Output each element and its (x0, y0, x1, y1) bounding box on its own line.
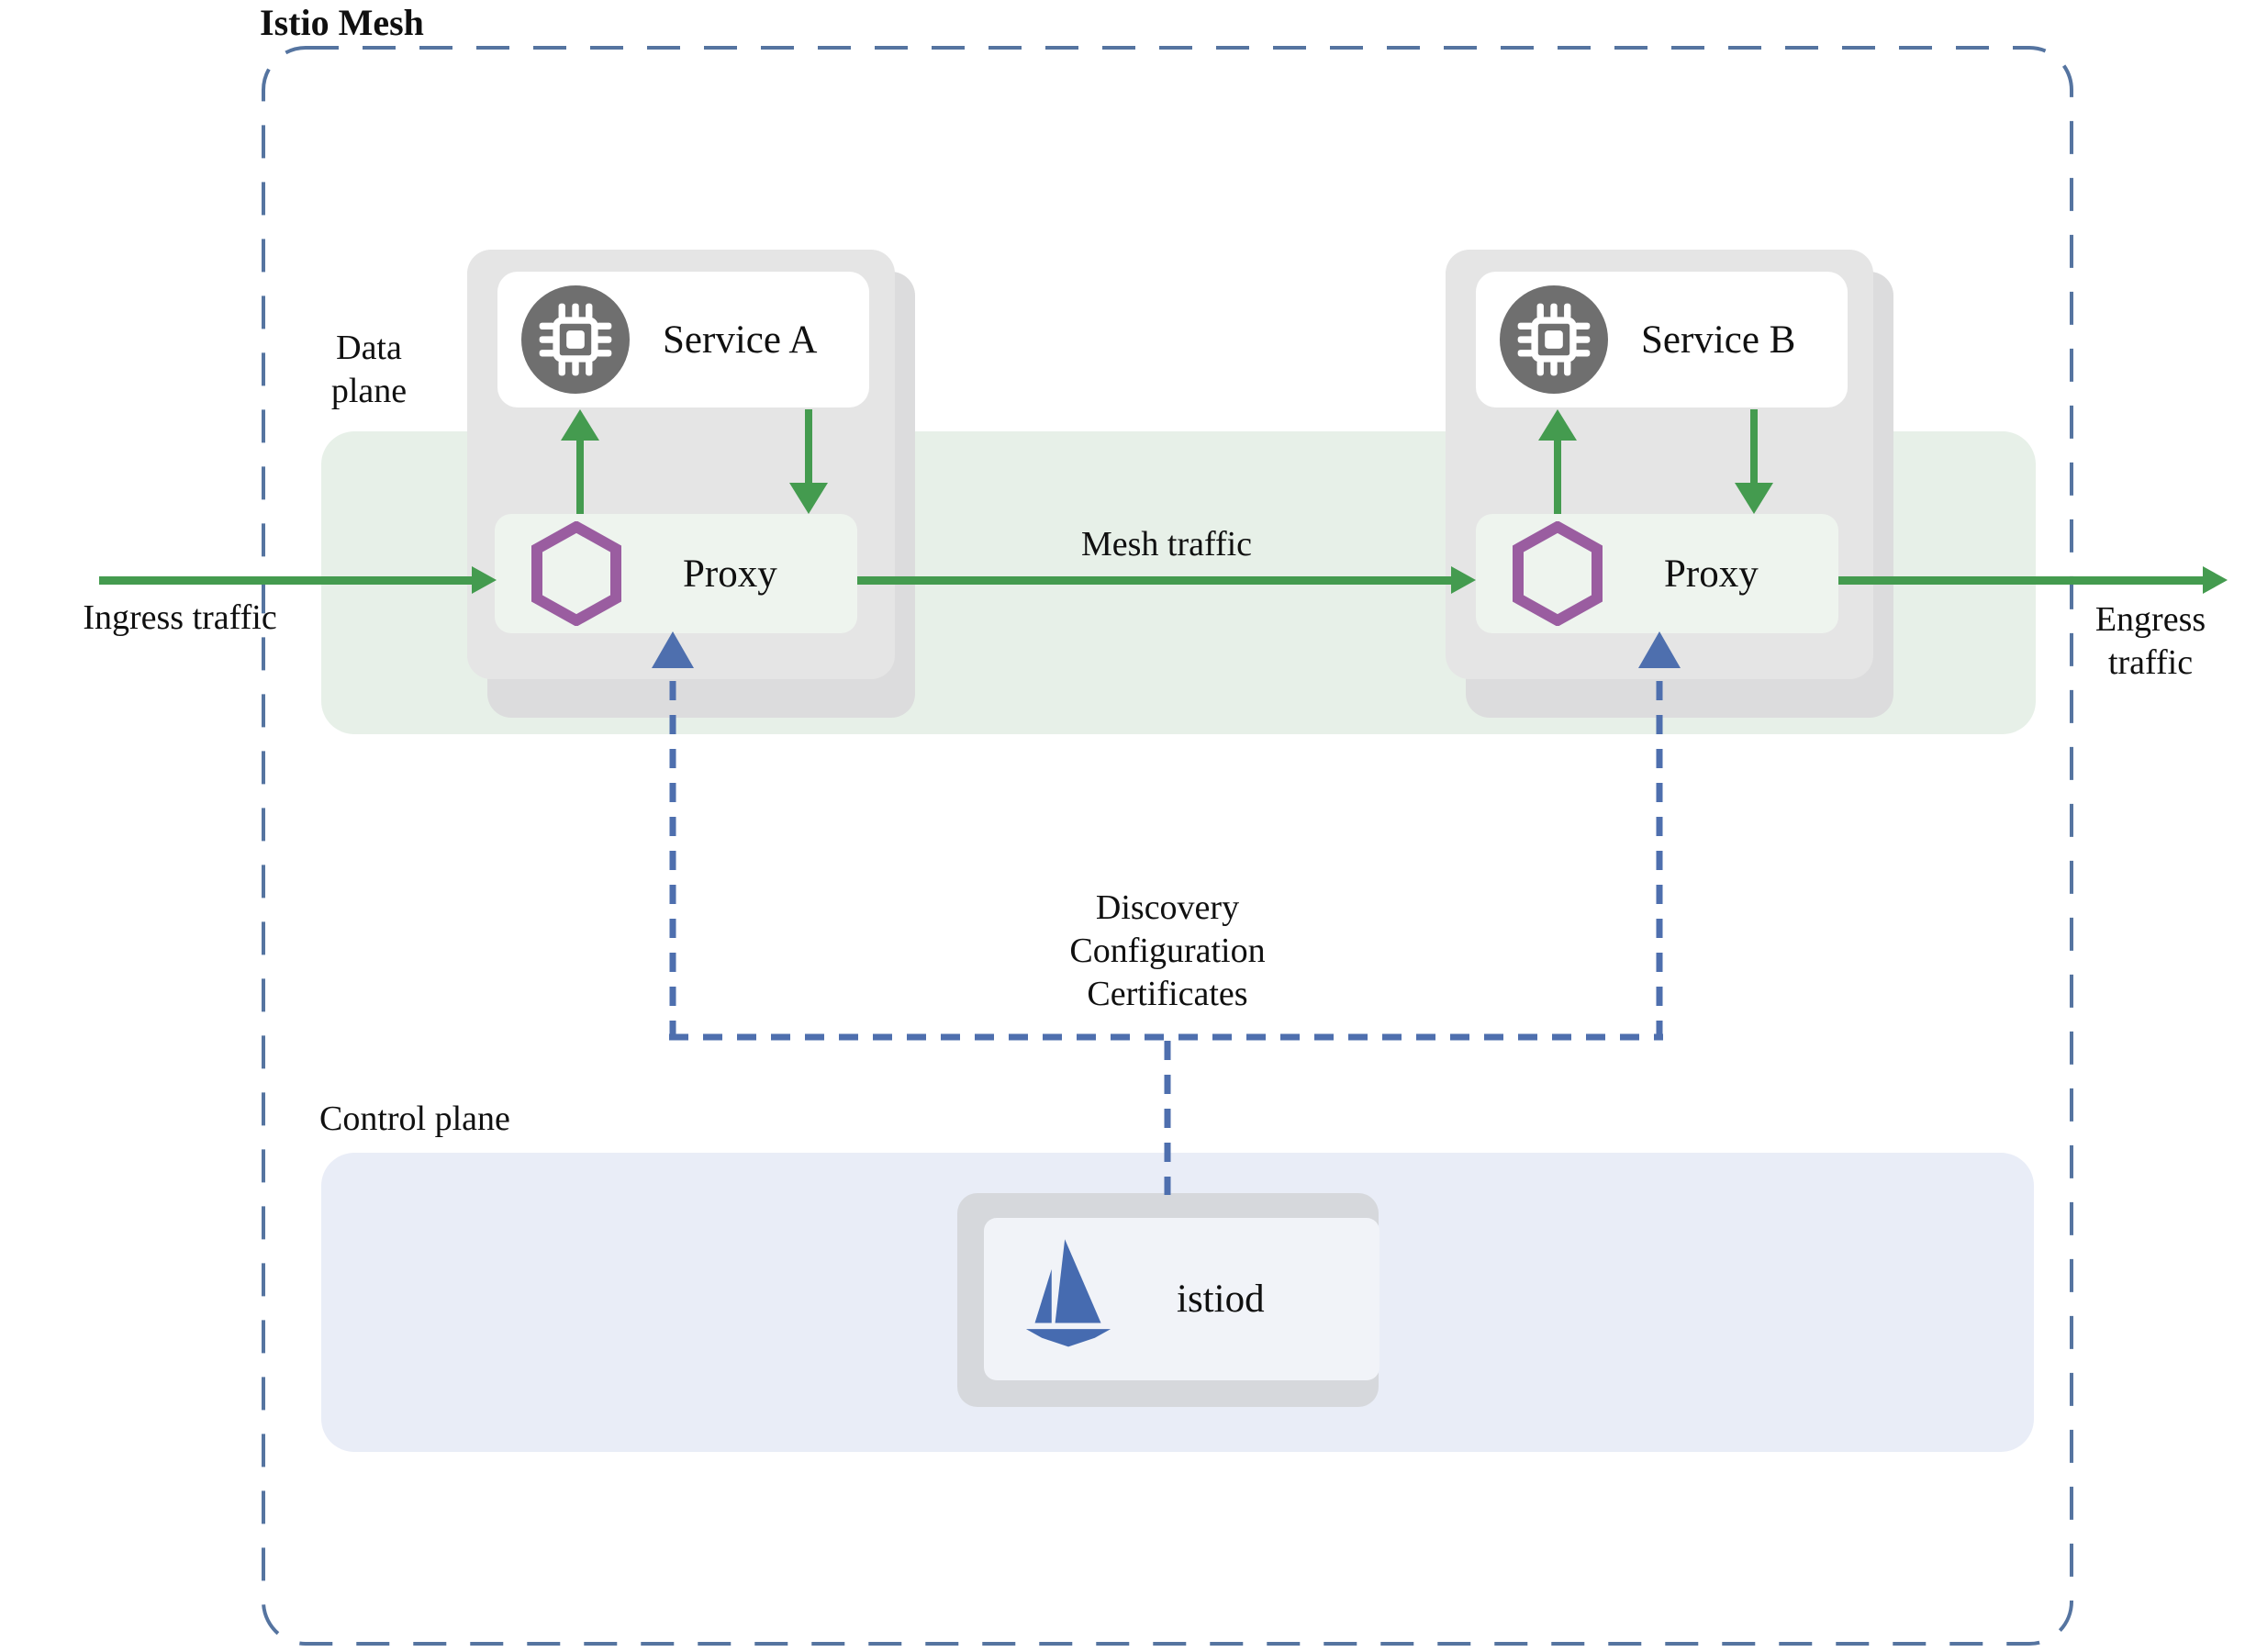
proxy-a-to-service-a-arrowhead (561, 409, 599, 441)
cpu-chip-icon (521, 285, 630, 394)
service-a-to-proxy-a-arrowhead (789, 483, 828, 514)
service-a-node: Service A (497, 272, 869, 407)
engress-traffic-line (1838, 576, 2203, 585)
service-b-node: Service B (1476, 272, 1848, 407)
proxy-a-label: Proxy (683, 552, 777, 596)
ingress-traffic-line (99, 576, 472, 585)
proxy-b-to-service-b-line (1554, 441, 1561, 514)
proxy-b-label: Proxy (1664, 552, 1759, 596)
cpu-chip-icon (1500, 285, 1608, 394)
proxy-b-node: Proxy (1476, 514, 1838, 633)
mesh-traffic-label: Mesh traffic (1080, 525, 1253, 564)
envoy-hexagon-icon (531, 521, 621, 626)
proxy-b-to-service-b-arrowhead (1538, 409, 1577, 441)
service-b-to-proxy-b-arrowhead (1735, 483, 1773, 514)
istiod-label: istiod (1177, 1278, 1265, 1321)
control-plane-label: Control plane (319, 1099, 510, 1138)
envoy-hexagon-icon (1513, 521, 1603, 626)
engress-traffic-label: Engress traffic (2094, 600, 2206, 683)
service-a-to-proxy-a-line (805, 409, 812, 483)
istio-sail-icon (1025, 1238, 1111, 1346)
discovery-line: Discovery (1095, 888, 1240, 927)
proxy-a-to-service-a-line (576, 441, 584, 514)
certificates-line: Certificates (1087, 975, 1248, 1013)
ingress-traffic-label: Ingress traffic (83, 598, 277, 637)
diagram-title: Istio Mesh (260, 2, 424, 43)
engress-arrowhead (2203, 566, 2228, 594)
discovery-configuration-certificates-label: Discovery Configuration Certificates (984, 887, 1351, 1016)
data-plane-label: Data plane (330, 329, 408, 411)
service-b-to-proxy-b-line (1750, 409, 1758, 483)
mesh-traffic-line (857, 576, 1451, 585)
mesh-arrowhead (1451, 566, 1476, 594)
service-b-label: Service B (1641, 318, 1796, 362)
istiod-node: istiod (984, 1218, 1379, 1380)
proxy-a-node: Proxy (495, 514, 857, 633)
service-a-label: Service A (663, 318, 818, 362)
configuration-line: Configuration (1069, 932, 1266, 970)
ingress-arrowhead (472, 566, 497, 594)
